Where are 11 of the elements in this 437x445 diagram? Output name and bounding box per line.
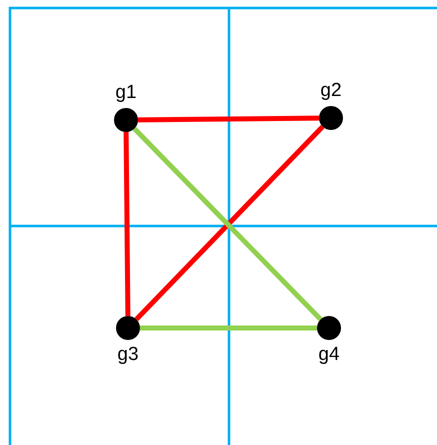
node-dot: [114, 108, 138, 132]
edge-line: [138, 116, 320, 122]
edge-line: [124, 132, 130, 316]
node-dot: [319, 106, 343, 130]
node-dot: [116, 316, 140, 340]
node-label: g2: [320, 80, 342, 102]
node-label: g3: [117, 344, 139, 366]
node-dot: [317, 316, 341, 340]
node-label: g1: [115, 82, 137, 104]
edge-line: [140, 326, 317, 330]
node-label: g4: [318, 344, 340, 366]
